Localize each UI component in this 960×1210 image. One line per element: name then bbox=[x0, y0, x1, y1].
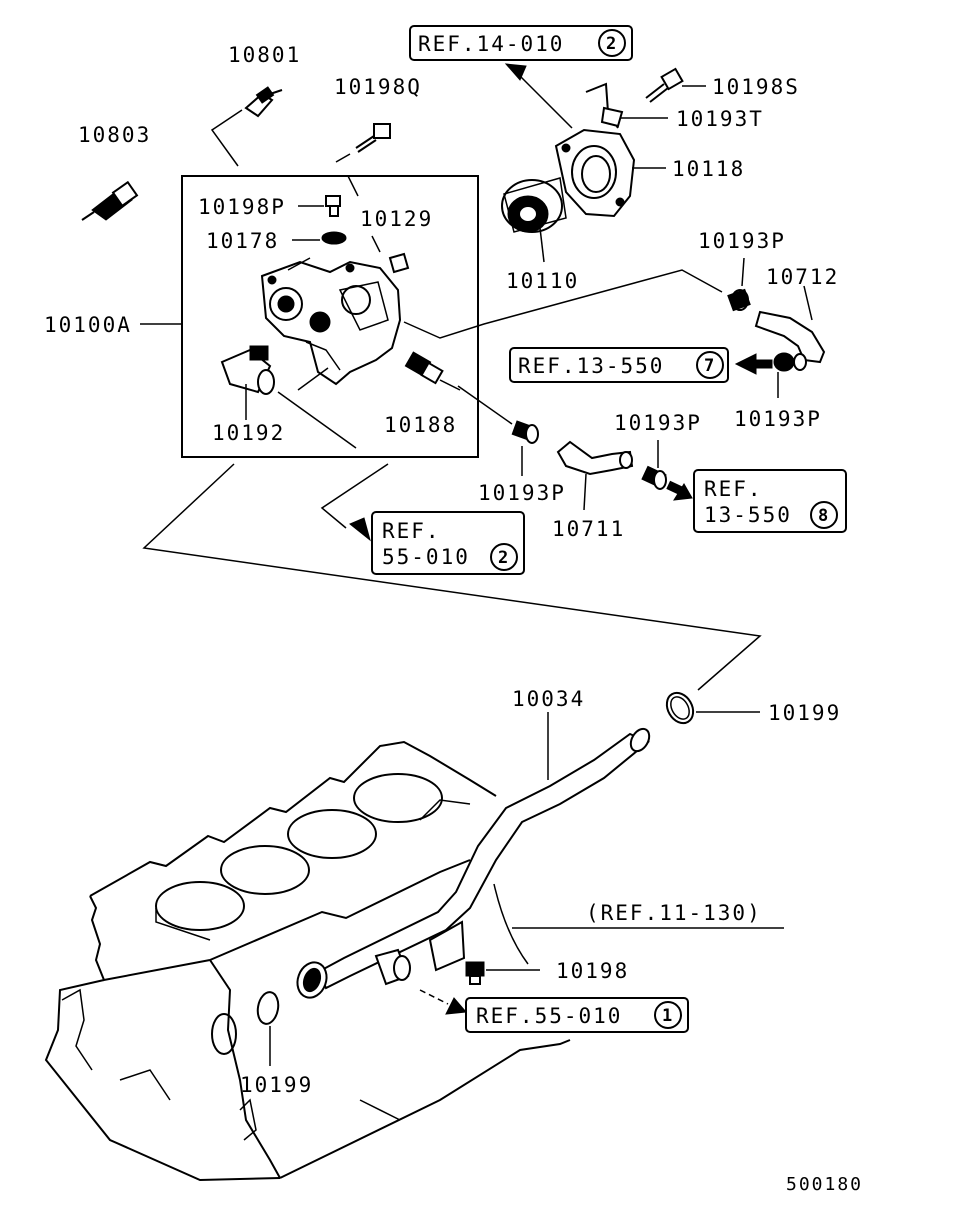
ref-55-010-1-num: 1 bbox=[662, 1006, 672, 1026]
fitting-10188 bbox=[404, 351, 461, 391]
label-10199-upper: 10199 bbox=[768, 701, 841, 725]
sensor-10803 bbox=[81, 180, 139, 221]
clamp-10193P-c bbox=[641, 440, 693, 501]
ref-box-55-010-2: REF. 55-010 2 bbox=[320, 463, 525, 575]
ref-13-550-8-line1: REF. bbox=[704, 477, 763, 501]
label-10193P-d: 10193P bbox=[478, 481, 566, 505]
label-10199-lower: 10199 bbox=[240, 1073, 313, 1097]
gasket-10129 bbox=[371, 235, 410, 274]
ref-55-010-2-num: 2 bbox=[498, 548, 508, 568]
thermostat-housing-assembly-frame bbox=[181, 175, 479, 458]
ref-13-550-7-num: 7 bbox=[704, 356, 714, 376]
bolt-10198S bbox=[645, 67, 706, 103]
leader-box-to-10199 bbox=[142, 463, 762, 691]
ref-box-13-550-7: REF.13-550 7 bbox=[509, 347, 729, 383]
label-10193P-c: 10193P bbox=[614, 411, 702, 435]
thermostat-housing-body bbox=[260, 257, 402, 386]
hose-10711 bbox=[556, 440, 634, 511]
ref-55-010-2-line1: REF. bbox=[382, 519, 441, 543]
label-10192: 10192 bbox=[212, 421, 285, 445]
clamp-10193P-b bbox=[734, 352, 807, 398]
ref-13-550-8-line2: 13-550 bbox=[704, 503, 792, 527]
label-10801: 10801 bbox=[228, 43, 301, 67]
engine-block bbox=[44, 740, 571, 1182]
ref-14-010-num: 2 bbox=[606, 34, 616, 54]
ref-11-130-leader bbox=[493, 883, 784, 965]
fitting-10192 bbox=[220, 345, 357, 449]
label-10193P-b: 10193P bbox=[734, 407, 822, 431]
thermostat-10110 bbox=[501, 177, 567, 263]
label-10711: 10711 bbox=[552, 517, 625, 541]
washer-10178 bbox=[292, 231, 347, 245]
label-10110: 10110 bbox=[506, 269, 579, 293]
label-10198S: 10198S bbox=[712, 75, 800, 99]
bracket-10193T bbox=[585, 82, 668, 129]
label-10712: 10712 bbox=[766, 265, 839, 289]
clamp-10193P-d bbox=[457, 385, 539, 476]
ref-box-13-550-8: REF. 13-550 8 bbox=[693, 469, 847, 533]
label-10178: 10178 bbox=[206, 229, 279, 253]
label-10100A: 10100A bbox=[44, 313, 132, 337]
bolt-10198P bbox=[298, 195, 341, 217]
sensor-10801 bbox=[210, 86, 283, 167]
label-10193T: 10193T bbox=[676, 107, 764, 131]
label-10803: 10803 bbox=[78, 123, 151, 147]
label-10118: 10118 bbox=[672, 157, 745, 181]
ref-box-14-010: REF.14-010 2 bbox=[409, 25, 633, 61]
label-10198: 10198 bbox=[556, 959, 629, 983]
o-ring-10199-upper bbox=[665, 691, 760, 725]
thermostat-cover-10118 bbox=[504, 63, 666, 218]
ref-55-010-2-line2: 55-010 bbox=[382, 545, 470, 569]
hose-10712 bbox=[727, 257, 826, 364]
leader-housing-right bbox=[403, 269, 723, 339]
bolt-10198 bbox=[465, 961, 540, 985]
ref-box-55-010-1: REF.55-010 1 bbox=[419, 989, 689, 1033]
ref-14-010-text: REF.14-010 bbox=[418, 32, 564, 56]
diagram-id: 500180 bbox=[786, 1174, 863, 1195]
o-ring-10199-lower bbox=[256, 991, 280, 1066]
ref-13-550-7-text: REF.13-550 bbox=[518, 354, 664, 378]
ref-11-130-text: (REF.11-130) bbox=[586, 901, 762, 925]
bolt-10198Q bbox=[335, 123, 391, 197]
water-pipe-10034 bbox=[296, 712, 651, 999]
label-10188: 10188 bbox=[384, 413, 457, 437]
label-10129: 10129 bbox=[360, 207, 433, 231]
label-10198Q: 10198Q bbox=[334, 75, 422, 99]
label-10193P-a: 10193P bbox=[698, 229, 786, 253]
label-10034: 10034 bbox=[512, 687, 585, 711]
ref-55-010-1-text: REF.55-010 bbox=[476, 1004, 622, 1028]
label-10198P-inner: 10198P bbox=[198, 195, 286, 219]
ref-13-550-8-num: 8 bbox=[818, 506, 828, 526]
